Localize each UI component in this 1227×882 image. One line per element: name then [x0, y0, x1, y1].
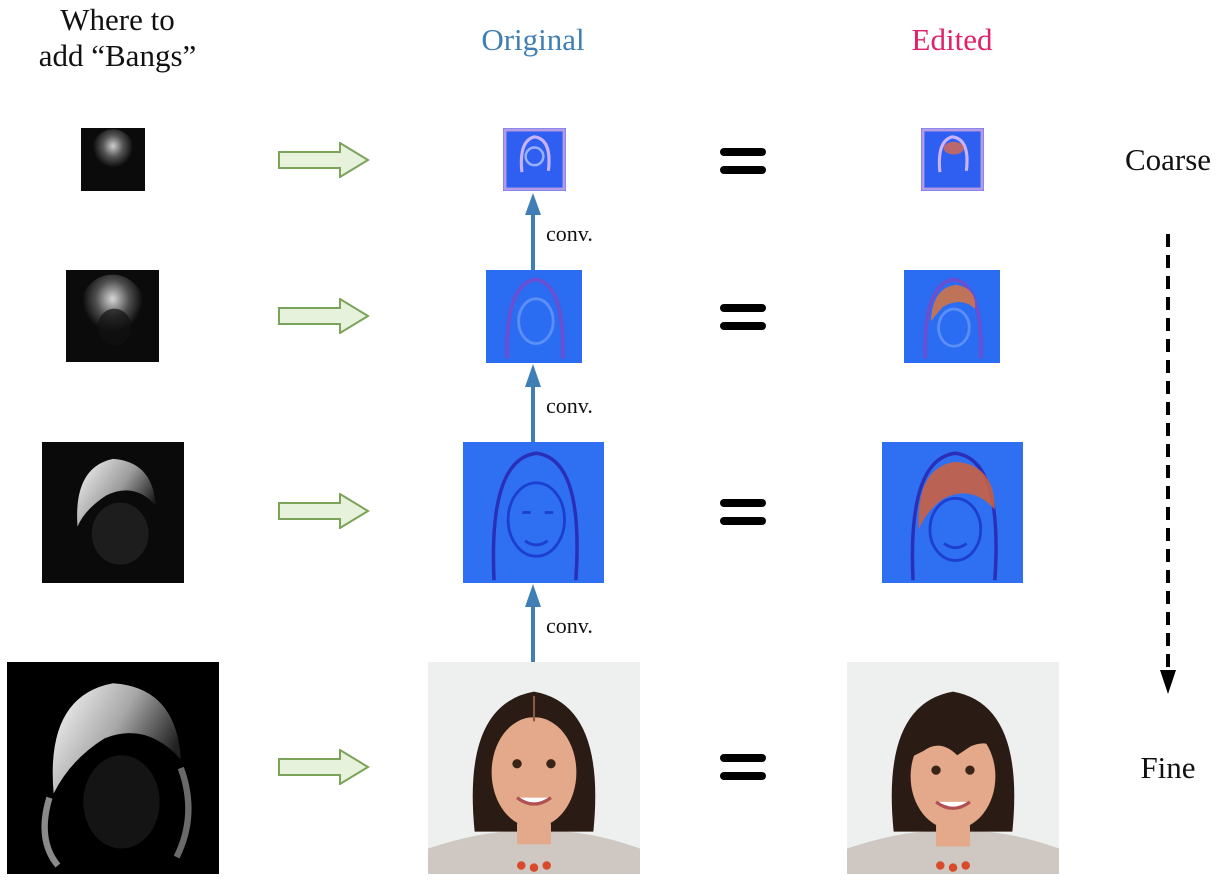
- where-to-add-bangs-label: Where to add “Bangs”: [38, 2, 197, 73]
- original-header: Original: [481, 22, 585, 57]
- bangs-mask-coarse: [81, 128, 145, 191]
- equals-icon: [720, 304, 766, 332]
- conv-label: conv.: [546, 393, 593, 418]
- up-arrow-icon: [525, 364, 541, 442]
- equals-icon: [720, 148, 766, 176]
- hollow-right-arrow-icon: [278, 141, 370, 179]
- feature-map-edited-mid: [904, 270, 1000, 363]
- bangs-mask-mid: [66, 270, 159, 362]
- conv-label: conv.: [546, 221, 593, 246]
- feature-map-original-coarse: [503, 128, 566, 191]
- edited-face-photo: [847, 662, 1059, 874]
- bangs-mask-fine-feature: [42, 442, 184, 583]
- coarse-label: Coarse: [1124, 142, 1212, 177]
- edited-header: Edited: [911, 22, 993, 57]
- fine-label: Fine: [1140, 750, 1196, 785]
- feature-map-edited-fine: [882, 442, 1023, 583]
- hollow-right-arrow-icon: [278, 297, 370, 335]
- equals-icon: [720, 499, 766, 527]
- conv-label: conv.: [546, 613, 593, 638]
- up-arrow-icon: [525, 584, 541, 662]
- hollow-right-arrow-icon: [278, 492, 370, 530]
- up-arrow-icon: [525, 193, 541, 270]
- original-face-photo: [428, 662, 640, 874]
- feature-map-original-fine: [463, 442, 604, 583]
- equals-icon: [720, 754, 766, 782]
- dashed-down-arrow-icon: [1160, 234, 1176, 694]
- feature-map-original-mid: [486, 270, 582, 363]
- hollow-right-arrow-icon: [278, 748, 370, 786]
- bangs-mask-image: [7, 662, 219, 874]
- feature-map-edited-coarse: [921, 128, 984, 191]
